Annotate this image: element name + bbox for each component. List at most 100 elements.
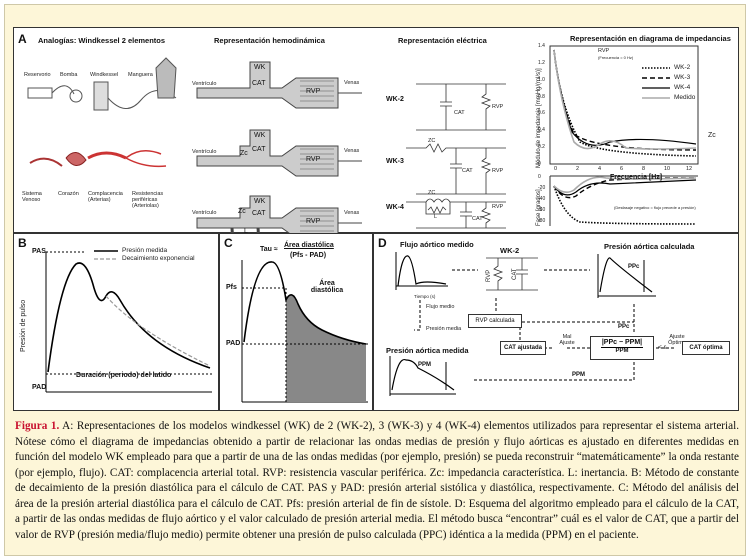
panel-b-legend-lines <box>94 250 118 260</box>
hemo-venas-2: Venas <box>344 148 360 154</box>
impedancia-xtick: 6 <box>620 166 624 172</box>
impedancia-ytick: 0.8 <box>538 93 545 100</box>
panel-c-label: C <box>224 236 233 250</box>
panel-d: D Flujo aórtico medido Tiempo (s) WK-2 R… <box>373 233 739 411</box>
electrica-title: Representación eléctrica <box>398 36 487 45</box>
cat-optima-box: CAT óptima <box>682 341 730 355</box>
impedancia-ytick: 0.4 <box>538 127 545 134</box>
impedancia-ytick: 1.0 <box>538 76 545 83</box>
presion-media-label: Presión media <box>426 326 462 332</box>
panel-b-pas: PAS <box>32 248 46 255</box>
flujo-chart <box>395 252 448 290</box>
elec-cat-1: CAT <box>454 110 465 116</box>
hemo-venas-1: Venas <box>344 80 360 86</box>
wk4-phase-curve <box>553 179 697 196</box>
elec-zc-3: ZC <box>428 190 436 196</box>
electrica-drawing <box>406 83 506 229</box>
measured-impedance-curve <box>553 49 697 150</box>
flujo-title: Flujo aórtico medido <box>400 240 474 249</box>
rvp-calculada-box: RVP calculada <box>468 314 522 328</box>
phase-ytick: -80 <box>538 218 546 224</box>
phase-ytick: -40 <box>538 196 546 202</box>
ppc-arrow-label: PPc <box>618 324 630 330</box>
panel-b-legend-medida: Presión medida <box>122 247 168 254</box>
hemo-zc-2: Zc <box>240 150 248 157</box>
panel-b-xlabel: Duración (periodo) del latido <box>76 372 172 379</box>
elec-rvp-1: RVP <box>492 104 504 110</box>
analogia-label-resistencias: Resistencias periféricas (Arteriolas) <box>132 191 164 209</box>
hemo-wk-2: WK <box>254 132 266 139</box>
hemo-wk-1: WK <box>254 64 266 71</box>
legend-wk3: WK-3 <box>674 74 691 81</box>
analogia-label-manguera: Manguera <box>128 72 153 78</box>
legend-wk2: WK-2 <box>674 64 691 71</box>
cat-ajustada-box: CAT ajustada <box>500 341 546 355</box>
pam-title: Presión aórtica medida <box>386 346 469 355</box>
mal-ajuste-label: Mal Ajuste <box>559 334 575 346</box>
legend-wk4: WK-4 <box>674 84 691 91</box>
panel-c-formula-den: (Pfs - PAD) <box>290 252 327 259</box>
elec-wk2: WK-2 <box>386 96 404 103</box>
hemo-cat-3: CAT <box>252 210 266 217</box>
hemo-l: L <box>244 228 248 235</box>
impedancia-ytick: 1.4 <box>538 43 545 49</box>
elec-wk3: WK-3 <box>386 158 404 165</box>
panel-c: C Tau ≈ Área diastólica (Pfs - PAD) Pfs … <box>219 233 373 411</box>
hemo-venas-3: Venas <box>344 210 360 216</box>
impedancia-phase-note: (Desfasaje negativo = flujo precede a pr… <box>614 205 696 210</box>
elec-cat-3: CAT <box>472 216 483 222</box>
panel-b-legend-decaimiento: Decaimiento exponencial <box>122 255 195 262</box>
impedancia-xtick: 2 <box>576 166 580 172</box>
impedancia-ytick: 0 <box>538 161 541 167</box>
phase-ytick: -20 <box>538 185 546 191</box>
phase-ytick: 0 <box>538 174 541 180</box>
hemo-ventriculo-3: Ventrículo <box>192 210 217 216</box>
flujo-medio-label: Flujo medio <box>426 304 455 310</box>
figure-frame: A Analogías: Windkessel 2 elementos Rese… <box>4 4 746 556</box>
hemo-rvp-1: RVP <box>306 88 321 95</box>
caption-figure-number: Figura 1. <box>15 420 60 432</box>
caption-text: A: Representaciones de los modelos windk… <box>15 420 739 541</box>
analogia-label-reservorio: Reservorio <box>24 72 51 78</box>
phase-ytick: -60 <box>538 207 546 213</box>
ppm-bottom-label: PPM <box>572 372 586 378</box>
wk2-circuit <box>486 257 538 291</box>
impedancia-rvp-sub: (Frecuencia = 0 Hz) <box>598 55 634 60</box>
hemo-ventriculo-1: Ventrículo <box>192 81 217 87</box>
analogia-label-windkessel: Windkessel <box>90 72 119 78</box>
comparison-ppm: PPM <box>601 347 643 354</box>
panel-a-label: A <box>18 32 27 46</box>
hemodinamica-title: Representación hemodinámica <box>214 36 325 45</box>
analogia-label-sistema-venoso: Sistema Venoso <box>22 191 42 203</box>
impedancia-xtick: 12 <box>686 166 693 172</box>
impedancia-ytick: 1.2 <box>538 59 545 66</box>
elec-wk4: WK-4 <box>386 204 404 211</box>
wk2-block-title: WK-2 <box>500 246 520 255</box>
wk2-phase-curve <box>553 185 697 225</box>
pam-label: PPM <box>418 362 432 368</box>
comparison-lt: < ε <box>658 344 667 351</box>
panel-c-tau: Tau ≈ <box>260 246 278 253</box>
panel-b: B PAS PAD Presión de pulso Duración (per… <box>13 233 219 411</box>
impedancia-xtick: 8 <box>642 166 646 172</box>
flujo-tiempo: Tiempo (s) <box>414 294 436 299</box>
pam-chart <box>389 356 456 396</box>
panel-b-chart <box>45 251 212 393</box>
analogia-label-bomba: Bomba <box>60 72 78 78</box>
elec-rvp-2: RVP <box>492 168 504 174</box>
panel-c-pad: PAD <box>226 340 241 347</box>
hemo-wk-3: WK <box>254 198 266 205</box>
hemo-zc-3: Zc <box>238 208 246 215</box>
panel-c-pfs: Pfs <box>226 284 237 291</box>
elec-cat-2: CAT <box>462 168 473 174</box>
hemodinamica-drawing <box>196 61 362 246</box>
pac-title: Presión aórtica calculada <box>604 242 695 251</box>
pac-chart <box>597 254 656 298</box>
analogia-label-corazon: Corazón <box>58 191 79 197</box>
impedancia-xtick: 0 <box>554 166 558 172</box>
impedancia-xlabel: Frecuencia [Hz] <box>610 174 663 181</box>
elec-zc-2: ZC <box>428 138 436 144</box>
comparison-eq: |PPc − PPM| <box>601 339 643 346</box>
hemo-cat-1: CAT <box>252 80 266 87</box>
analogia-label-complacencia: Complacencia (Arterias) <box>88 191 123 203</box>
